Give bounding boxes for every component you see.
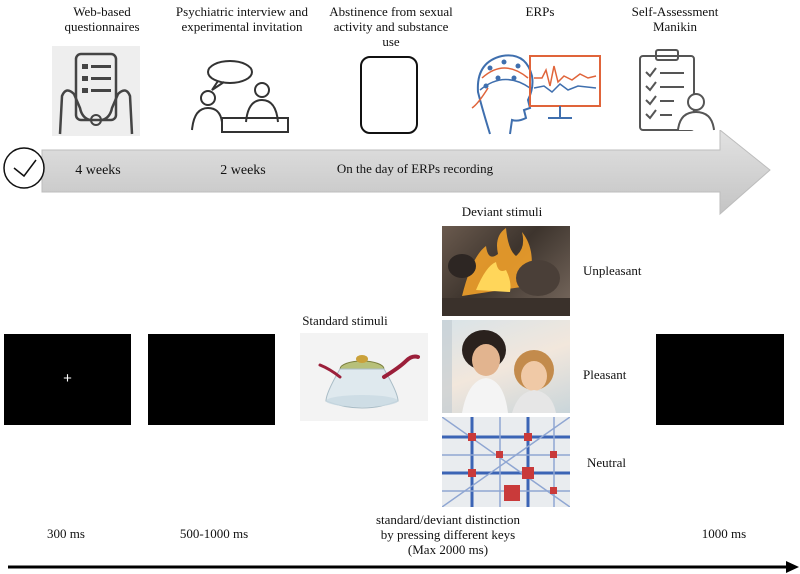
standard-stimuli-label: Standard stimuli bbox=[302, 313, 388, 328]
deviant-stimulus-pleasant bbox=[442, 320, 570, 413]
duration-isi: 500-1000 ms bbox=[179, 526, 249, 541]
step-label-erps: ERPs bbox=[525, 4, 555, 19]
interview-icon bbox=[186, 56, 290, 136]
step-label-abstinence: Abstinence from sexual activity and subs… bbox=[329, 4, 453, 49]
duration-response: standard/deviant distinction by pressing… bbox=[375, 512, 521, 557]
deviant-type-unpleasant: Unpleasant bbox=[583, 263, 642, 278]
step-label-sam: Self-Assessment Manikin bbox=[631, 4, 719, 34]
step-label-interview: Psychiatric interview and experimental i… bbox=[175, 4, 309, 34]
timeline-arrow bbox=[41, 130, 771, 216]
arrow-label-4-weeks: 4 weeks bbox=[75, 163, 121, 178]
blank-phone-icon bbox=[360, 56, 418, 134]
blank-screen-isi bbox=[148, 334, 275, 425]
eeg-monitor-icon bbox=[468, 48, 602, 136]
fixation-screen: + bbox=[4, 334, 131, 425]
duration-iti: 1000 ms bbox=[701, 526, 747, 541]
step-label-questionnaires: Web-based questionnaires bbox=[64, 4, 140, 34]
deviant-stimuli-label: Deviant stimuli bbox=[461, 204, 543, 219]
arrow-label-erps-day: On the day of ERPs recording bbox=[336, 161, 494, 176]
blank-screen-iti bbox=[656, 334, 784, 425]
deviant-type-neutral: Neutral bbox=[587, 455, 626, 470]
time-axis-arrow bbox=[8, 561, 799, 573]
clock-icon bbox=[2, 146, 46, 190]
deviant-type-pleasant: Pleasant bbox=[583, 367, 627, 382]
arrow-label-2-weeks: 2 weeks bbox=[220, 163, 266, 178]
deviant-stimulus-unpleasant bbox=[442, 226, 570, 316]
tablet-hands-icon bbox=[52, 46, 140, 136]
deviant-stimulus-neutral bbox=[442, 417, 570, 507]
standard-stimulus-teapot bbox=[300, 333, 428, 421]
duration-fixation: 300 ms bbox=[47, 526, 85, 541]
clipboard-checklist-icon bbox=[634, 46, 718, 134]
fixation-cross: + bbox=[63, 370, 72, 387]
